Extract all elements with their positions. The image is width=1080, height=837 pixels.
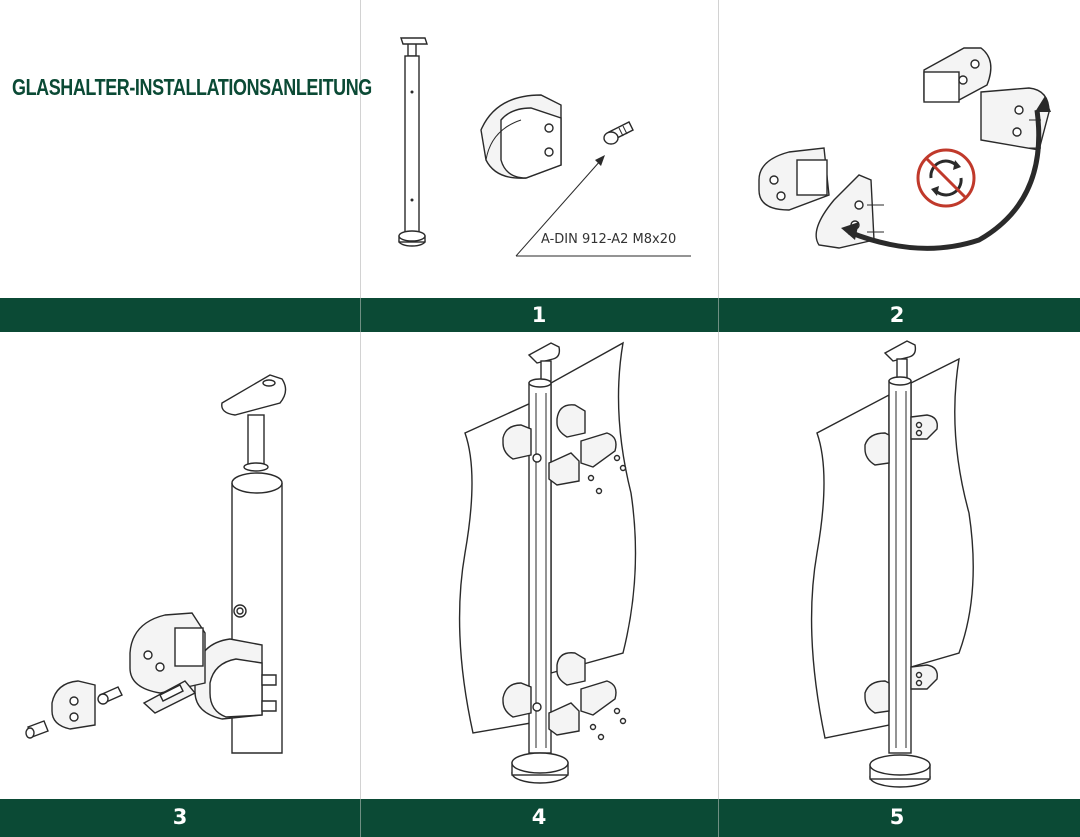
step-band-bottom [0,799,1080,837]
step-5-illustration [810,340,974,788]
step-number-1: 1 [531,303,547,327]
step-number-3: 3 [172,805,188,829]
step-number-5: 5 [889,805,905,829]
divider-vertical-2 [718,0,719,837]
divider-vertical-1 [360,0,361,837]
step-4-illustration [458,341,637,784]
step-1-illustration [398,37,691,257]
screw-spec-label: A-DIN 912-A2 M8x20 [541,232,677,247]
step-number-2: 2 [889,303,905,327]
step-band-top [0,298,1080,332]
no-rotation-icon [916,148,976,208]
page-title: GLASHALTER-INSTALLATIONSANLEITUNG [12,74,372,100]
step-2-illustration [758,47,1051,251]
step-number-4: 4 [531,805,547,829]
step-3-illustration [25,374,287,754]
